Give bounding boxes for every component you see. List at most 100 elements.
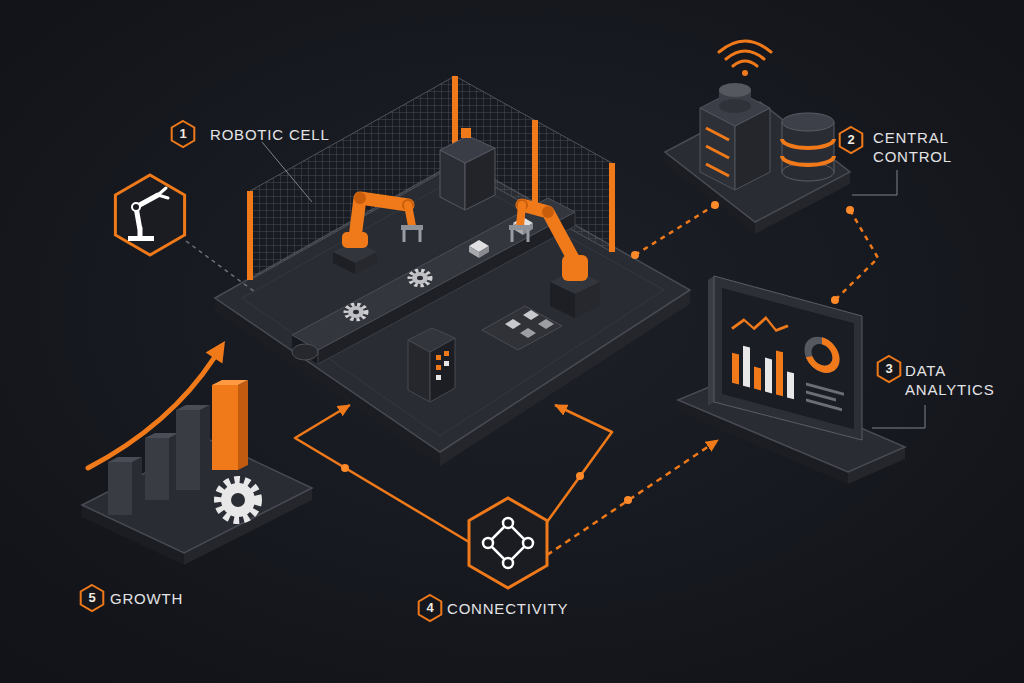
robot-icon-badge-part [115,175,184,255]
robot-arm-part [401,225,423,230]
callout-number: 3 [885,362,892,376]
growth-illustration [82,341,312,565]
control-cabinet-part [444,361,449,366]
growth-illustration-part [212,385,238,470]
connector-dots-part [341,464,349,472]
leader-line [872,405,925,428]
robotic-cell-illustration-part [609,163,615,252]
callout-number: 2 [847,133,854,147]
control-cabinet-part [408,328,455,352]
robot-arm-part [404,230,420,242]
dashboard-screen-part [743,346,750,388]
data-analytics-illustration [678,276,905,484]
section-title: DATA ANALYTICS [905,361,1005,399]
connectivity-hub-icon-part [503,558,513,568]
dashboard-screen-part [806,399,842,412]
robot-icon-badge-part [136,195,158,236]
robotic-cell-illustration-part [292,198,575,350]
gear-icon-part [231,493,245,507]
robot-icon-badge-part [132,203,140,211]
robot-arm [509,199,600,318]
control-cabinet-part [436,355,441,360]
connector-dots [341,201,854,504]
connector-dots-part [631,251,639,259]
parts-tray-part [505,319,521,329]
central-control-illustration [665,41,850,234]
central-control-area: CENTRAL CONTROL [715,50,955,210]
dashboard-screen-part [787,371,794,399]
block-part-part [479,246,489,258]
connectivity-hub-icon-part [483,538,493,548]
gear-part-part [412,272,428,284]
dashboard-screen-part [808,337,836,373]
growth-illustration-part [132,457,142,515]
parts-tray-part [520,328,536,338]
gear-icon [218,480,258,520]
dashboard-screen-part [722,288,854,429]
callout-number: 5 [88,591,95,605]
growth-illustration-part [108,457,142,462]
robot-icon-badge [115,175,184,255]
gear-part-part [346,305,366,320]
connector-dots-part [576,472,584,480]
data-analytics-illustration-part [714,276,862,440]
leader-line [262,142,312,202]
flow-connector [635,205,715,255]
growth-illustration-part [238,380,248,470]
robot-arm-part [509,225,531,230]
flow-connector [547,440,718,555]
parts-tray-part [538,319,554,329]
section-title: CONNECTIVITY [447,599,587,618]
gear-part-part [348,306,364,318]
control-cabinet-part [444,351,449,356]
dashboard-screen-part [732,309,788,344]
growth-illustration-part [145,433,179,438]
robot-arm-part [575,282,600,318]
callout-hexagon-part [81,585,104,611]
callout-number: 1 [179,127,186,141]
growth-illustration-part [145,438,169,500]
control-cabinet-part [436,375,441,380]
parts-tray-part [523,310,539,320]
section-title: ROBOTIC CELL [210,125,410,144]
robot-arm-part [550,282,575,318]
control-cabinet [408,328,455,402]
central-control-illustration-part [719,41,771,66]
dashboard-screen-part [754,367,761,391]
dashboard-screen-part [776,350,783,396]
callout-hexagon-part [878,356,901,382]
robot-arm [333,192,423,274]
data-analytics-illustration-part [708,276,714,406]
central-control-illustration-part [782,113,834,131]
robotic-cell-illustration-part [292,344,318,360]
connector-dots-part [711,201,719,209]
block-part-part [469,246,479,258]
robot-arm-part [542,206,554,218]
growth-area: GROWTH [80,380,315,610]
callout-number: 4 [426,601,433,615]
control-cabinet-part [436,365,441,370]
gear-part-part [417,276,423,281]
robot-arm-part [512,230,528,242]
robot-arm-part [408,205,412,226]
growth-illustration-part [108,462,132,515]
gear-part-part [353,310,359,315]
connectivity-hub: CONNECTIVITY [469,498,547,588]
gear-part-part [410,271,430,286]
robot-arm-part [355,198,408,238]
connector-dots-part [831,296,839,304]
connector-dots-part [624,496,632,504]
flow-connector [835,210,878,300]
callout-hexagon-part [419,595,442,621]
callout-hexagon [81,121,901,621]
gear-icon-part [218,480,258,520]
robot-icon-badge-part [158,188,168,198]
connectivity-hub-icon-part [503,518,513,528]
flow-connector [295,405,469,542]
gear-part [346,305,366,320]
dashboard-screen-part [732,353,739,385]
dashed-leader [186,241,255,292]
